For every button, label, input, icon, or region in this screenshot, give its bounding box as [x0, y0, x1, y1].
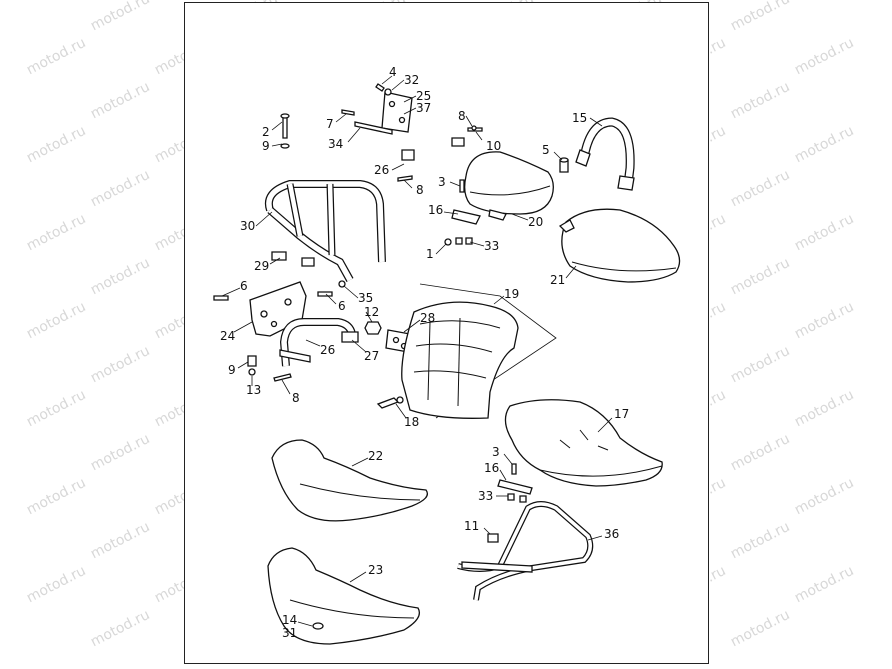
callout-15: 15: [572, 111, 587, 125]
backrest-pad-19[interactable]: [401, 283, 557, 419]
backrest-bracket-upper[interactable]: [341, 83, 413, 135]
callout-37: 37: [416, 101, 431, 115]
callout-12: 12: [364, 305, 379, 319]
nut-12[interactable]: [364, 321, 382, 335]
pin-18[interactable]: [376, 396, 404, 409]
callout-9-lower: 9: [228, 363, 236, 377]
side-plate-24[interactable]: [213, 280, 346, 337]
callout-27: 27: [364, 349, 379, 363]
callout-18: 18: [404, 415, 419, 429]
callout-6-left: 6: [240, 279, 248, 293]
callout-33-lower: 33: [478, 489, 493, 503]
callout-25: 25: [416, 89, 431, 103]
callout-11: 11: [464, 519, 479, 533]
pillion-seat-20[interactable]: [464, 151, 554, 221]
callout-26-lower: 26: [320, 343, 335, 357]
bolt-5[interactable]: [559, 157, 569, 173]
callout-16-upper: 16: [428, 203, 443, 217]
callout-24: 24: [220, 329, 235, 343]
callout-8-middle: 8: [416, 183, 424, 197]
callout-36: 36: [604, 527, 619, 541]
callout-1: 1: [426, 247, 434, 261]
passenger-strap-15[interactable]: [575, 117, 635, 191]
rail-bracket-26-upper[interactable]: [401, 130, 465, 170]
callout-19: 19: [504, 287, 519, 301]
callout-22: 22: [368, 449, 383, 463]
seat-17[interactable]: [504, 399, 663, 487]
callout-28: 28: [420, 311, 435, 325]
clip-16-upper[interactable]: [444, 179, 481, 246]
callout-8-upper: 8: [458, 109, 466, 123]
nut-11[interactable]: [487, 533, 499, 543]
callout-30: 30: [240, 219, 255, 233]
callout-16-lower: 16: [484, 461, 499, 475]
washer-9-lower[interactable]: [247, 355, 257, 376]
callout-17: 17: [614, 407, 629, 421]
sissy-bar-30[interactable]: [265, 180, 386, 282]
callout-13: 13: [246, 383, 261, 397]
callout-4: 4: [389, 65, 397, 79]
callout-2: 2: [262, 125, 270, 139]
bolt-8-lower[interactable]: [397, 175, 413, 182]
bolt-8-upper[interactable]: [467, 125, 483, 132]
bolt-8-lower-2[interactable]: [273, 373, 292, 382]
callout-26-upper: 26: [374, 163, 389, 177]
callout-29: 29: [254, 259, 269, 273]
callout-21: 21: [550, 273, 565, 287]
callout-3-upper: 3: [438, 175, 446, 189]
callout-34: 34: [328, 137, 343, 151]
callout-32: 32: [404, 73, 419, 87]
seat-21[interactable]: [558, 208, 681, 283]
callout-20: 20: [528, 215, 543, 229]
callout-5: 5: [542, 143, 550, 157]
clip-16-lower[interactable]: [497, 463, 533, 503]
bolt-2[interactable]: [280, 113, 290, 149]
callout-10: 10: [486, 139, 501, 153]
plate-28[interactable]: [385, 329, 411, 353]
luggage-rack-36[interactable]: [457, 501, 594, 601]
callout-6-right: 6: [338, 299, 346, 313]
seat-23[interactable]: [267, 547, 421, 645]
callout-9-upper: 9: [262, 139, 270, 153]
callout-23: 23: [368, 563, 383, 577]
rail-bracket-26-lower[interactable]: [279, 318, 359, 367]
callout-31: 31: [282, 626, 297, 640]
callout-14: 14: [282, 613, 297, 627]
callout-3-lower: 3: [492, 445, 500, 459]
callout-labels: 4 32 25 37 7 34 2 9 8 10 15 5 26 8 3 16 …: [220, 65, 629, 640]
spacer-29[interactable]: [271, 251, 315, 267]
callout-35: 35: [358, 291, 373, 305]
callout-33-upper: 33: [484, 239, 499, 253]
callout-7: 7: [326, 117, 334, 131]
seat-22[interactable]: [271, 439, 429, 522]
callout-8-lower: 8: [292, 391, 300, 405]
leader-lines: [221, 75, 613, 627]
